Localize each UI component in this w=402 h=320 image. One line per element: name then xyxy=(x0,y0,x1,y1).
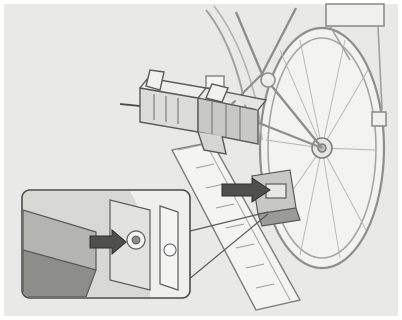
rear-reflector xyxy=(372,112,386,126)
crank-hub xyxy=(261,73,275,87)
detail-inset xyxy=(22,190,190,298)
rear-rack-box xyxy=(326,4,384,26)
locking-pin xyxy=(132,236,140,244)
